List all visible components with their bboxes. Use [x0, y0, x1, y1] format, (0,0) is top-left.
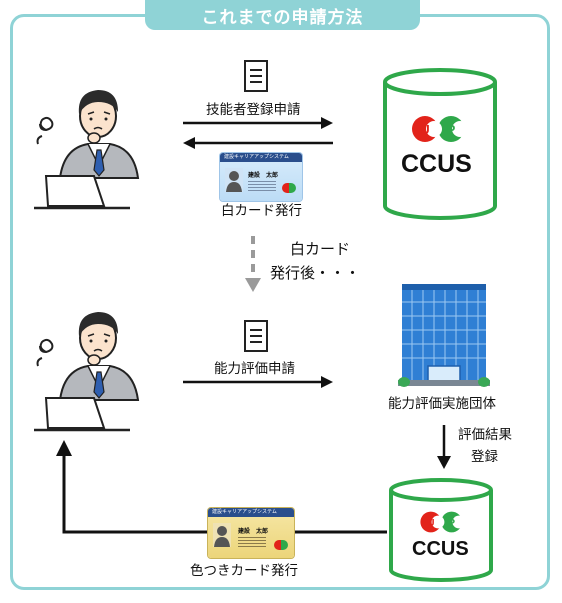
arrow-left-icon	[183, 137, 333, 149]
eval-result-label-line2: 登録	[471, 449, 498, 465]
eval-result-label-line1: 評価結果	[458, 427, 512, 443]
ccus-badge-icon: U P	[420, 511, 466, 533]
document-icon	[244, 320, 268, 352]
skill-registration-label: 技能者登録申請	[206, 102, 301, 118]
ccus-logo-text: CCUS	[401, 150, 472, 178]
colored-card-image: 建設キャリアアップシステム 建設 太郎	[208, 508, 294, 558]
ccus-badge-letter-u: U	[427, 518, 435, 529]
ability-eval-apply-label: 能力評価申請	[214, 361, 295, 377]
white-card-issue-label: 白カード発行	[221, 203, 302, 219]
ccus-database-cylinder	[383, 68, 497, 220]
colored-card-issue-label: 色つきカード発行	[190, 563, 298, 579]
card-header: 建設キャリアアップシステム	[208, 508, 294, 517]
ccus-badge-letter-u: U	[420, 122, 429, 137]
card-header: 建設キャリアアップシステム	[220, 153, 302, 162]
ccus-database-cylinder	[389, 478, 493, 582]
arrow-down-icon	[437, 425, 451, 469]
document-icon	[244, 60, 268, 92]
ccus-mark-small	[274, 540, 288, 550]
dashed-down-arrow-icon	[245, 236, 261, 292]
worried-worker-illustration-middle	[34, 312, 140, 432]
arrow-right-icon	[183, 376, 333, 388]
ccus-mark-small	[282, 183, 296, 193]
card-holder-name: 建設 太郎	[238, 528, 269, 535]
white-card-image: 建設キャリアアップシステム 建設 太郎	[220, 153, 302, 201]
card-detail-lines	[238, 537, 266, 547]
ccus-logo-text: CCUS	[412, 538, 469, 560]
ccus-badge-letter-p: P	[447, 122, 456, 137]
worried-worker-illustration-top	[34, 90, 140, 210]
person-silhouette-icon	[213, 523, 231, 547]
page-title: これまでの申請方法	[145, 0, 420, 30]
card-detail-lines	[248, 181, 276, 191]
office-building-icon	[398, 284, 490, 387]
person-silhouette-icon	[225, 168, 243, 192]
card-holder-name: 建設 太郎	[248, 172, 279, 179]
arrow-right-icon	[183, 117, 333, 129]
ability-eval-org-label: 能力評価実施団体	[388, 396, 496, 412]
after-white-card-label-line1: 白カード	[290, 240, 351, 258]
after-white-card-label-line2: 発行後・・・	[270, 264, 361, 282]
ccus-badge-icon: U P	[412, 116, 468, 142]
ccus-badge-letter-p: P	[448, 518, 455, 529]
